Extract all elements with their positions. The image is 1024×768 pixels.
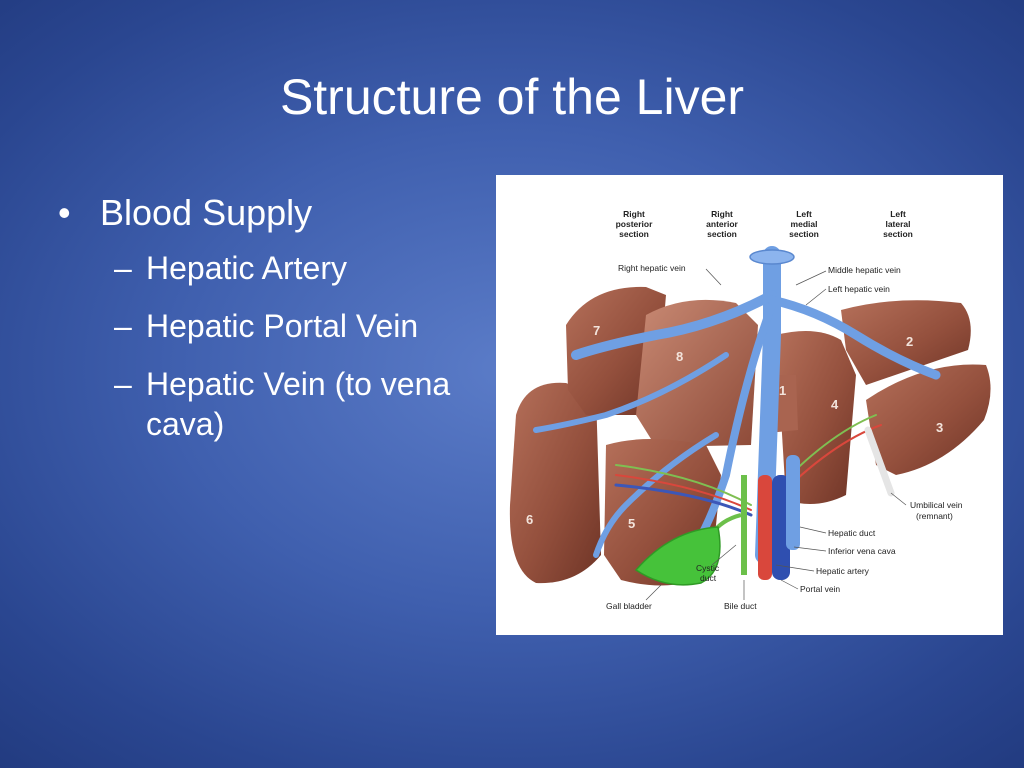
label-cystic-duct-line2: duct bbox=[700, 573, 717, 583]
sub-bullet-text: Hepatic Artery bbox=[146, 250, 347, 286]
segment-8-number: 8 bbox=[676, 349, 683, 364]
label-umbilical-vein: Umbilical vein bbox=[910, 500, 963, 510]
label-umbilical-vein-note: (remnant) bbox=[916, 511, 953, 521]
svg-text:section: section bbox=[789, 229, 819, 239]
svg-text:section: section bbox=[883, 229, 913, 239]
label-portal-vein: Portal vein bbox=[800, 584, 840, 594]
segment-5-number: 5 bbox=[628, 516, 635, 531]
label-right-hepatic-vein: Right hepatic vein bbox=[618, 263, 686, 273]
vena-cava-top bbox=[749, 249, 795, 265]
dash-icon: – bbox=[114, 250, 132, 286]
segment-2-lobe bbox=[841, 300, 971, 385]
section-header-left-medial: Left medial section bbox=[789, 209, 819, 239]
sub-bullet-item: – Hepatic Artery bbox=[58, 248, 498, 288]
bullet-dot-icon: • bbox=[58, 192, 71, 233]
label-hepatic-artery: Hepatic artery bbox=[816, 566, 870, 576]
leader-lines bbox=[645, 268, 907, 601]
label-middle-hepatic-vein: Middle hepatic vein bbox=[828, 265, 901, 275]
dash-icon: – bbox=[114, 308, 132, 344]
segment-2-number: 2 bbox=[906, 334, 913, 349]
segment-6-number: 6 bbox=[526, 512, 533, 527]
svg-text:Right: Right bbox=[711, 209, 733, 219]
segment-6-lobe bbox=[509, 382, 601, 584]
label-cystic-duct-line1: Cystic bbox=[696, 563, 720, 573]
sub-bullet-text: Hepatic Vein (to vena cava) bbox=[146, 366, 451, 442]
svg-text:lateral: lateral bbox=[885, 219, 910, 229]
label-left-hepatic-vein: Left hepatic vein bbox=[828, 284, 890, 294]
label-gall-bladder: Gall bladder bbox=[606, 601, 652, 611]
bullet-list: • Blood Supply – Hepatic Artery – Hepati… bbox=[58, 190, 498, 462]
segment-3-lobe bbox=[866, 364, 991, 475]
segment-4-number: 4 bbox=[831, 397, 839, 412]
svg-text:anterior: anterior bbox=[706, 219, 738, 229]
svg-text:section: section bbox=[619, 229, 649, 239]
section-header-right-anterior: Right anterior section bbox=[706, 209, 738, 239]
section-header-left-lateral: Left lateral section bbox=[883, 209, 913, 239]
svg-text:Right: Right bbox=[623, 209, 645, 219]
svg-text:posterior: posterior bbox=[616, 219, 654, 229]
segment-numbers: 7 8 1 4 2 3 6 5 bbox=[526, 323, 943, 531]
bullet-text: Blood Supply bbox=[100, 192, 313, 233]
liver-diagram: Right posterior section Right anterior s… bbox=[496, 175, 1003, 635]
svg-text:Left: Left bbox=[890, 209, 906, 219]
lower-vessels bbox=[709, 455, 800, 580]
segment-1-number: 1 bbox=[779, 383, 786, 398]
label-inferior-vena-cava: Inferior vena cava bbox=[828, 546, 896, 556]
liver-lobes bbox=[509, 286, 991, 586]
svg-text:medial: medial bbox=[791, 219, 818, 229]
svg-text:section: section bbox=[707, 229, 737, 239]
segment-3-number: 3 bbox=[936, 420, 943, 435]
label-bile-duct: Bile duct bbox=[724, 601, 757, 611]
slide-title: Structure of the Liver bbox=[279, 69, 745, 125]
bullet-item: • Blood Supply bbox=[58, 190, 498, 236]
svg-text:Left: Left bbox=[796, 209, 812, 219]
umbilical-vein-shape bbox=[864, 426, 895, 497]
sub-bullet-text: Hepatic Portal Vein bbox=[146, 308, 419, 344]
section-header-right-posterior: Right posterior section bbox=[616, 209, 654, 239]
sub-bullet-item: – Hepatic Vein (to vena cava) bbox=[58, 364, 498, 444]
segment-7-number: 7 bbox=[593, 323, 600, 338]
label-hepatic-duct: Hepatic duct bbox=[828, 528, 876, 538]
sub-bullet-item: – Hepatic Portal Vein bbox=[58, 306, 498, 346]
dash-icon: – bbox=[114, 366, 132, 402]
